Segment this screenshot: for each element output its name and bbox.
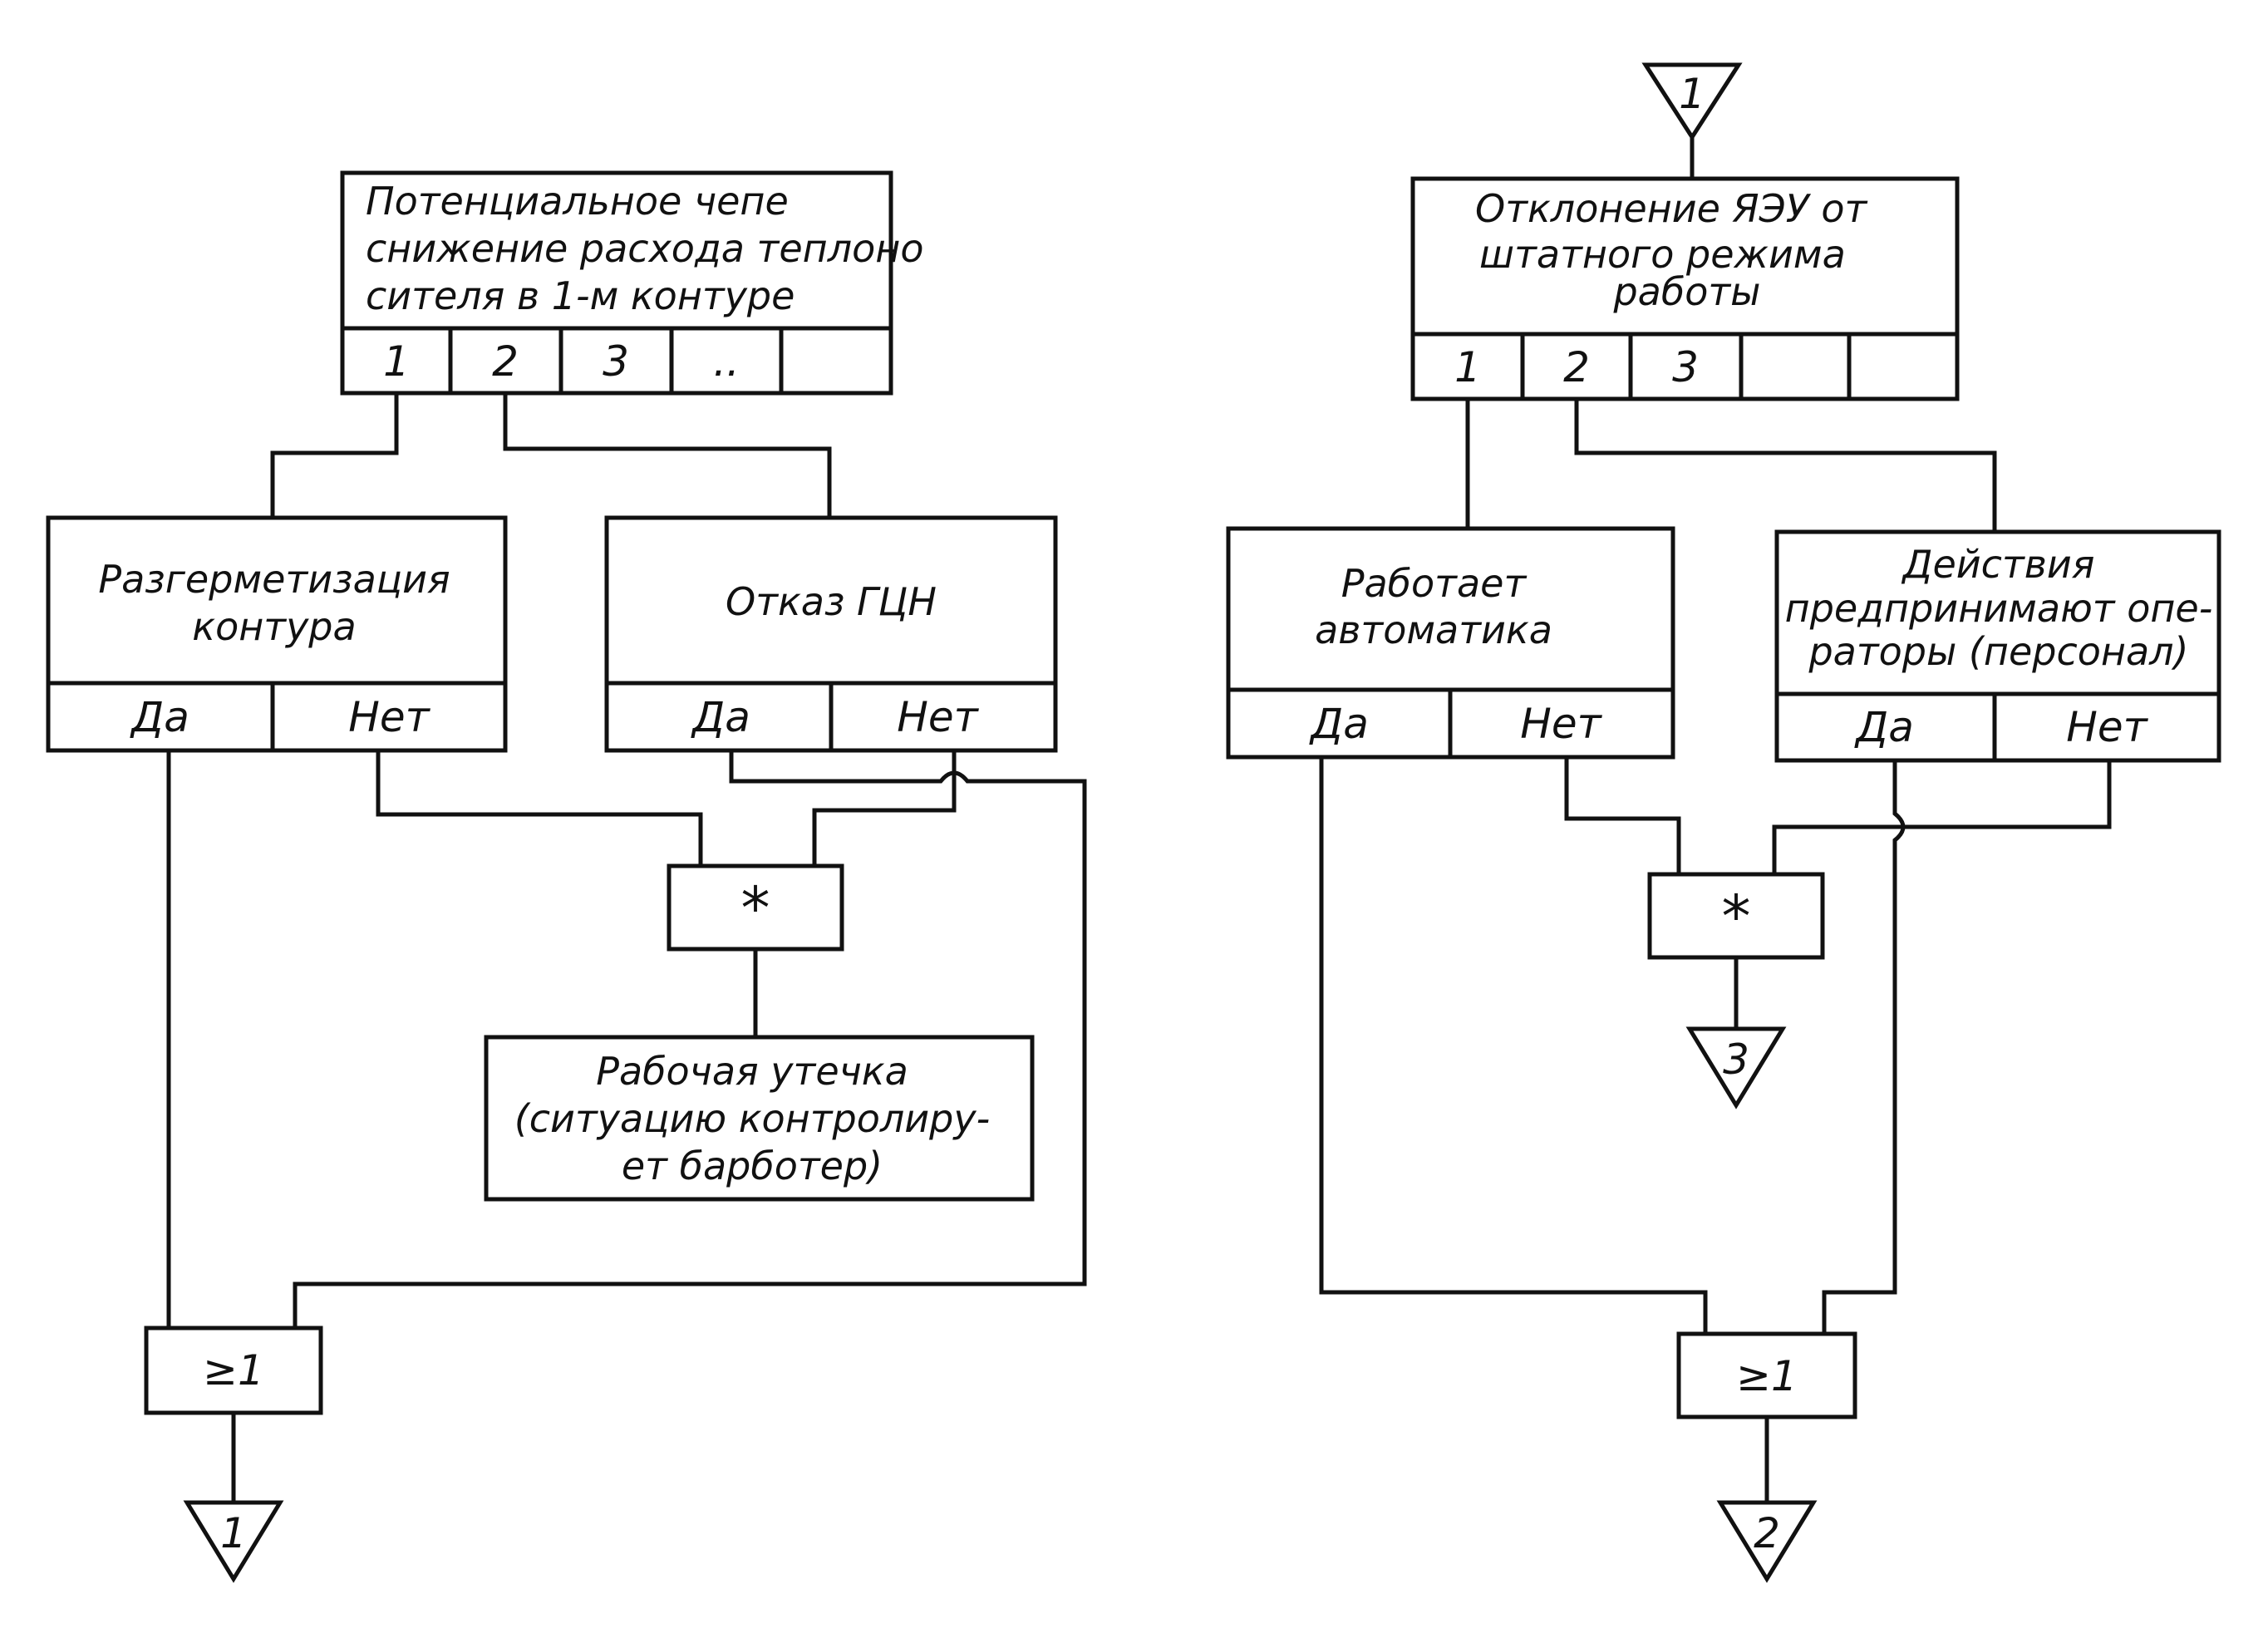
right-node-b-box: Действия предпринимают опе- раторы (перс… <box>1774 529 2221 763</box>
left-top-event-title-line-3: сителя в 1-м контуре <box>366 273 795 318</box>
left-top-event-cell-4: .. <box>713 337 740 386</box>
right-or-gate-label: ≥1 <box>1736 1352 1798 1400</box>
left-node-b-box: Отказ ГЦН Да Нет <box>604 515 1058 753</box>
right-or-gate: ≥1 <box>1676 1331 1857 1419</box>
right-top-event-cell-2: 2 <box>1563 343 1590 391</box>
right-out-connector-label: 2 <box>1754 1509 1780 1557</box>
left-node-a-no-label: Нет <box>348 693 430 741</box>
left-top-event-cell-2: 2 <box>492 337 519 386</box>
left-node-a-box: Разгерметизация контура Да Нет <box>46 515 508 753</box>
left-wire-cell1-to-node-a <box>270 393 399 518</box>
left-tree: Потенциальное чепе снижение расхода тепл… <box>46 170 1087 1583</box>
right-and-gate: * <box>1647 872 1825 960</box>
right-out-connector-triangle: 2 <box>1716 1500 1818 1583</box>
left-top-event-title-line-1: Потенциальное чепе <box>366 179 789 224</box>
left-node-b-yes-label: Да <box>691 693 750 741</box>
left-top-event-cell-3: 3 <box>603 337 629 386</box>
left-top-event-title-line-2: снижение расхода теплоно <box>366 226 924 271</box>
right-top-event-box: Отклонение ЯЭУ от штатного режима работы… <box>1410 176 1960 401</box>
left-wire-node-b-no-to-and <box>812 750 957 866</box>
left-outcome-line-1: Рабочая утечка <box>596 1049 908 1094</box>
left-and-gate: * <box>667 863 844 952</box>
right-node-a-no-label: Нет <box>1520 700 1602 748</box>
left-outcome-line-3: ет барботер) <box>622 1144 883 1188</box>
right-in-connector-triangle: 1 <box>1641 62 1743 141</box>
right-in-connector-label: 1 <box>1679 70 1705 118</box>
right-and-connector-label: 3 <box>1723 1035 1749 1084</box>
right-node-b-no-label: Нет <box>2066 703 2148 751</box>
right-and-connector-triangle: 3 <box>1685 1026 1787 1109</box>
right-wire-cell2-to-node-b <box>1574 399 1997 532</box>
right-node-b-title-line-3: раторы (персонал) <box>1808 629 2188 674</box>
right-node-b-title-line-2: предпринимают опе- <box>1785 586 2213 631</box>
right-top-event-title-line-2: штатного режима <box>1479 232 1846 277</box>
left-or-gate-label: ≥1 <box>203 1346 264 1395</box>
left-wire-node-b-yes-to-or <box>293 750 1087 1328</box>
left-top-event-box: Потенциальное чепе снижение расхода тепл… <box>340 170 924 396</box>
right-wire-node-b-no-to-and <box>1772 760 2112 874</box>
left-top-event-cell-1: 1 <box>383 337 410 386</box>
right-wire-node-a-no-to-and <box>1564 757 1681 874</box>
left-node-a-yes-label: Да <box>130 693 189 741</box>
right-top-event-cell-3: 3 <box>1672 343 1699 391</box>
left-out-connector-triangle: 1 <box>183 1500 284 1583</box>
left-node-b-no-label: Нет <box>897 693 979 741</box>
right-node-a-box: Работает автоматика Да Нет <box>1226 526 1675 760</box>
left-or-gate: ≥1 <box>144 1326 323 1415</box>
left-outcome-line-2: (ситуацию контролиру- <box>514 1096 990 1141</box>
left-out-connector-label: 1 <box>220 1509 247 1557</box>
right-tree: 1 Отклонение ЯЭУ от штатного режима рабо… <box>1226 62 2221 1583</box>
right-wire-node-b-yes-to-or <box>1822 760 1906 1334</box>
right-node-a-yes-label: Да <box>1309 700 1369 748</box>
left-node-a-title-line-2: контура <box>192 604 356 649</box>
right-and-gate-label: * <box>1722 883 1751 951</box>
right-top-event-title-line-3: работы <box>1612 269 1760 314</box>
left-wire-node-a-no-to-and <box>376 750 703 866</box>
right-node-b-yes-label: Да <box>1854 703 1914 751</box>
left-and-gate-label: * <box>741 874 770 942</box>
left-node-b-title: Отказ ГЦН <box>726 579 937 624</box>
right-node-a-title-line-2: автоматика <box>1315 607 1552 652</box>
right-wire-node-a-yes-to-or <box>1319 757 1708 1334</box>
right-top-event-title-line-1: Отклонение ЯЭУ от <box>1475 186 1867 231</box>
left-node-a-title-line-1: Разгерметизация <box>98 557 450 602</box>
right-node-b-title-line-1: Действия <box>1901 542 2095 587</box>
left-outcome-box: Рабочая утечка (ситуацию контролиру- ет … <box>484 1035 1035 1202</box>
right-top-event-cell-1: 1 <box>1454 343 1481 391</box>
right-node-a-title-line-1: Работает <box>1341 561 1528 606</box>
left-wire-cell2-to-node-b <box>503 393 832 518</box>
